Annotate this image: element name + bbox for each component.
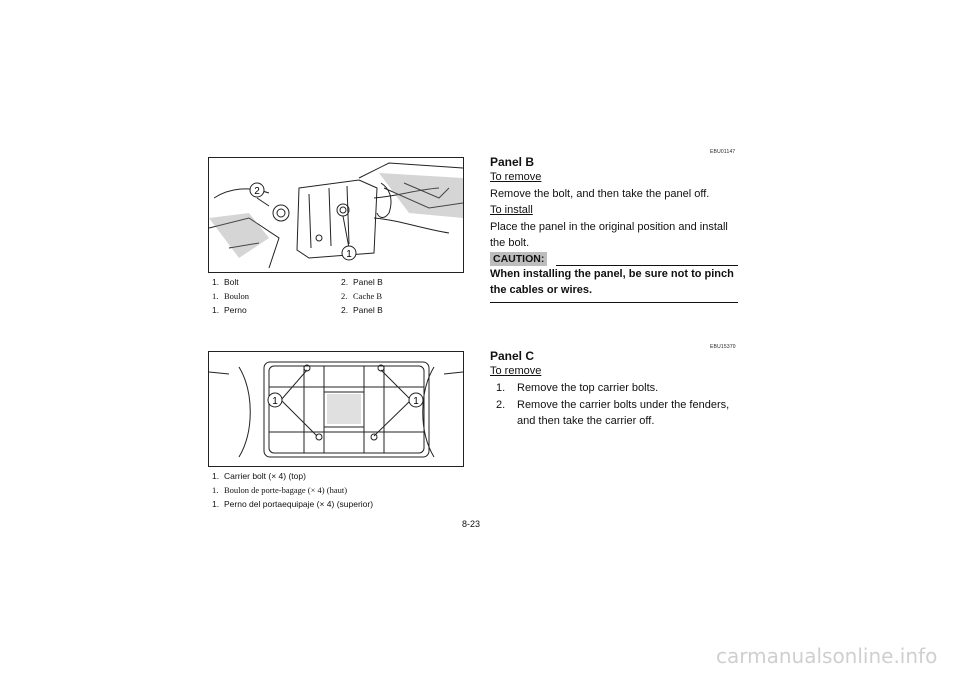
caution-text: When installing the panel, be sure not t…	[490, 268, 734, 296]
callout-1-left: 1	[272, 396, 278, 407]
panel-b-remove-label: To remove	[490, 171, 542, 183]
panel-c-step-2-num: 2.	[496, 399, 506, 411]
caution-label: CAUTION:	[490, 252, 548, 266]
callout-2: 2	[254, 186, 260, 197]
caution-bottom-rule	[490, 302, 738, 303]
callout-1-right: 1	[413, 396, 419, 407]
panel-b-drawing: 2 1	[209, 162, 463, 269]
page-number: 8-23	[462, 519, 481, 529]
panel-b-install-text: Place the panel in the original position…	[490, 221, 728, 249]
caption-bolt-es: 1.Perno	[212, 305, 247, 315]
panel-b-remove-text: Remove the bolt, and then take the panel…	[490, 188, 710, 200]
caption-carrier-es: 1.Perno del portaequipaje (× 4) (superio…	[212, 499, 374, 509]
panel-b-title: Panel B	[490, 155, 535, 169]
carrier-drawing: 1 1	[209, 361, 463, 458]
callout-circle	[341, 245, 357, 261]
callout-circle	[249, 182, 265, 198]
callout-circle	[267, 392, 283, 408]
panel-c-code: EBU15370	[710, 344, 736, 350]
panel-c-title: Panel C	[490, 349, 535, 363]
caption-panel-fr: 2.Cache B	[341, 291, 383, 301]
panel-c-step-1-num: 1.	[496, 382, 506, 394]
panel-c-remove-label: To remove	[490, 365, 542, 377]
panel-c-step-2-text: Remove the carrier bolts under the fende…	[517, 399, 730, 427]
caption-panel-en: 2.Panel B	[341, 277, 383, 287]
panel-b-code: EBU01147	[710, 149, 736, 155]
panel-c-step-1-text: Remove the top carrier bolts.	[517, 382, 659, 394]
watermark: carmanualsonline.info	[716, 644, 938, 668]
callout-circle	[408, 392, 424, 408]
caution-rule	[556, 265, 738, 266]
callout-1: 1	[346, 249, 352, 260]
caption-carrier-fr: 1.Boulon de porte-bagage (× 4) (haut)	[212, 485, 348, 495]
caption-bolt-en: 1.Bolt	[212, 277, 239, 287]
panel-b-install-label: To install	[490, 204, 533, 216]
carrier-illustration: 1 1	[208, 351, 464, 467]
caption-carrier-en: 1.Carrier bolt (× 4) (top)	[212, 471, 306, 481]
panel-b-illustration: 2 1	[208, 157, 464, 273]
caption-panel-es: 2.Panel B	[341, 305, 383, 315]
caption-bolt-fr: 1.Boulon	[212, 291, 250, 301]
caution-header: CAUTION:	[490, 252, 738, 266]
